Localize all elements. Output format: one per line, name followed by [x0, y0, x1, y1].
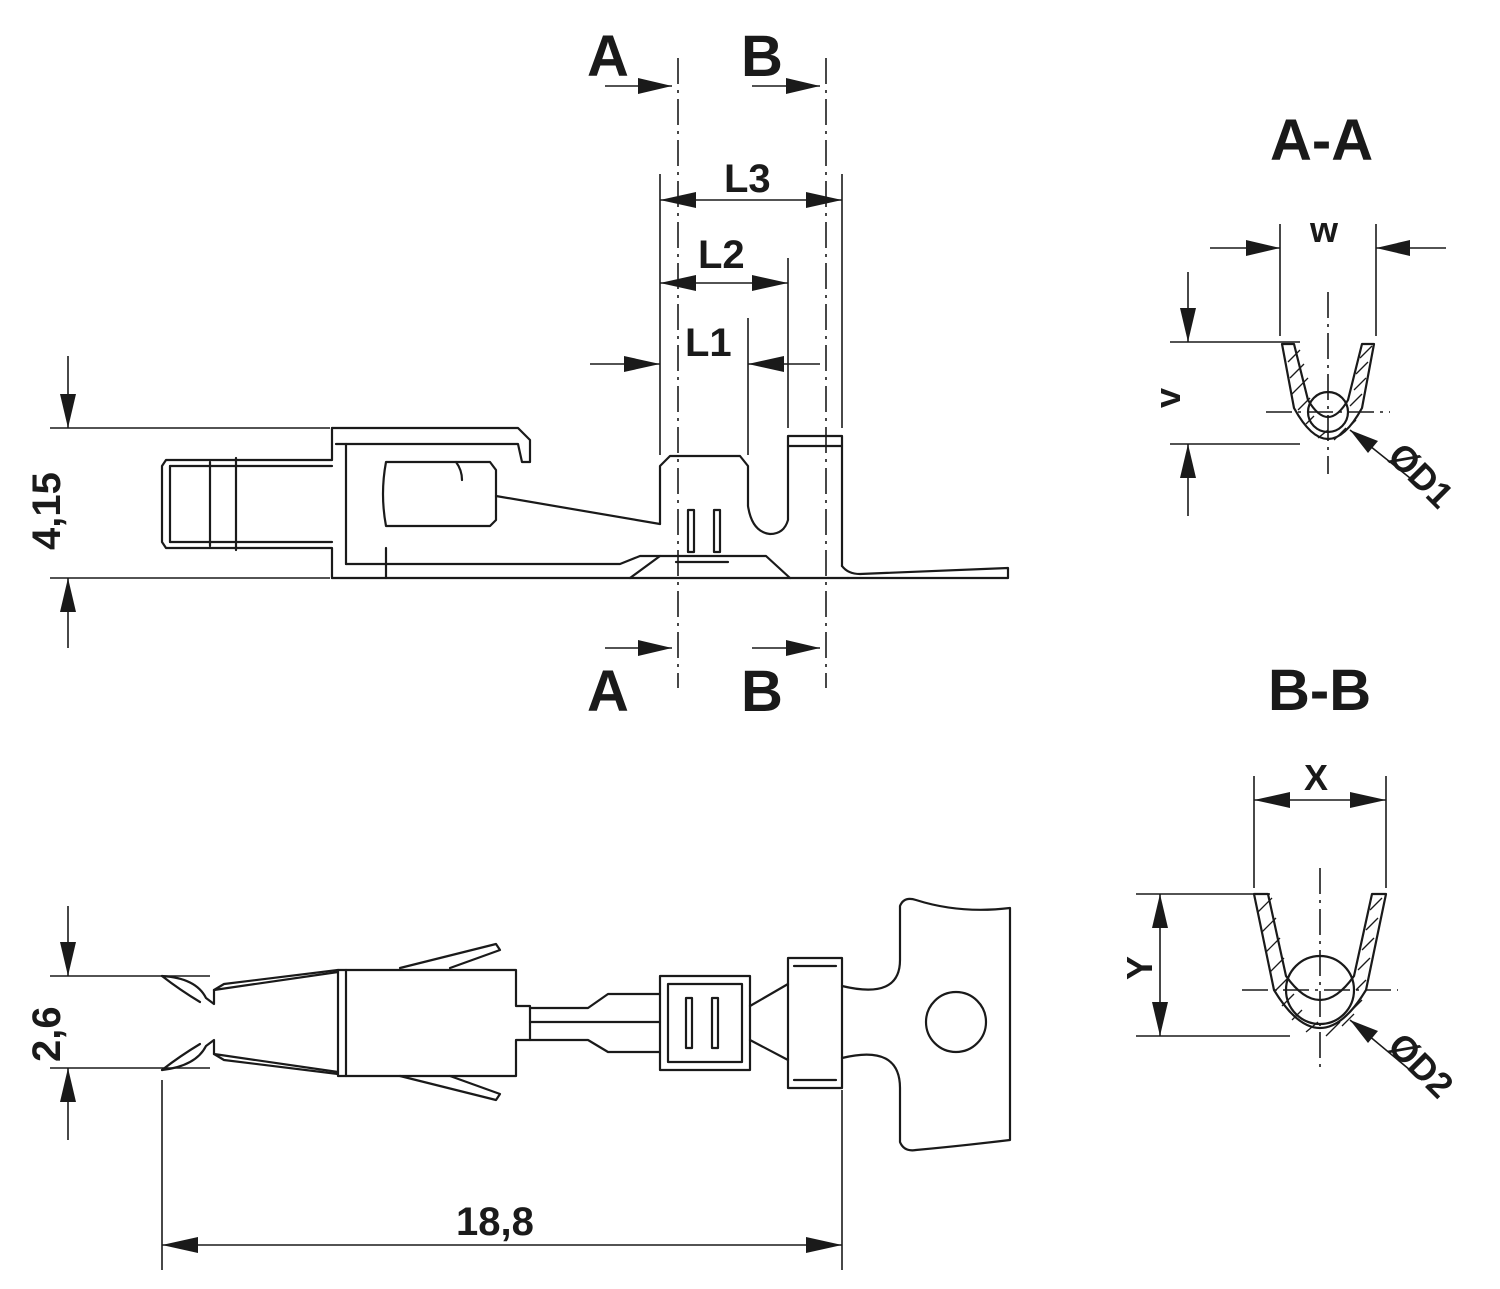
dim-w-label: w: [1309, 209, 1339, 250]
dim-d1-label: ØD1: [1380, 435, 1461, 516]
section-label-a-bottom: A: [587, 659, 629, 724]
section-aa: A-A w v: [1147, 108, 1462, 516]
section-bb-title: B-B: [1268, 658, 1371, 723]
section-label-a-top: A: [587, 24, 629, 89]
crimp-profile-a: [1280, 342, 1376, 440]
side-view: A B A B L3 L2 L1 4,15: [25, 24, 1010, 724]
dim-d2-label: ØD2: [1380, 1025, 1461, 1106]
dim-x-label: X: [1304, 757, 1328, 798]
section-arrow-a-bottom: [638, 640, 672, 656]
dim-l2-label: L2: [698, 233, 745, 277]
dim-width-label: 2,6: [25, 1006, 69, 1062]
section-label-b-bottom: B: [741, 659, 783, 724]
section-aa-title: A-A: [1270, 108, 1373, 173]
carrier-hole: [924, 990, 988, 1054]
dim-l1-label: L1: [685, 321, 732, 365]
contact-side-outline: [160, 426, 1010, 580]
section-arrow-a-top: [638, 78, 672, 94]
dim-length-label: 18,8: [456, 1200, 534, 1244]
dim-l3-label: L3: [724, 157, 771, 201]
crimp-profile-b: [1252, 892, 1388, 1029]
contact-top-outline: [160, 897, 1012, 1152]
section-arrow-b-bottom: [786, 640, 820, 656]
dim-height-label: 4,15: [25, 472, 69, 550]
dim-v-label: v: [1147, 388, 1188, 408]
dim-y-label: Y: [1119, 956, 1160, 980]
section-arrow-b-top: [786, 78, 820, 94]
section-bb: B-B X Y: [1119, 658, 1462, 1106]
section-label-b-top: B: [741, 24, 783, 89]
top-view: 2,6 18,8: [25, 897, 1012, 1270]
